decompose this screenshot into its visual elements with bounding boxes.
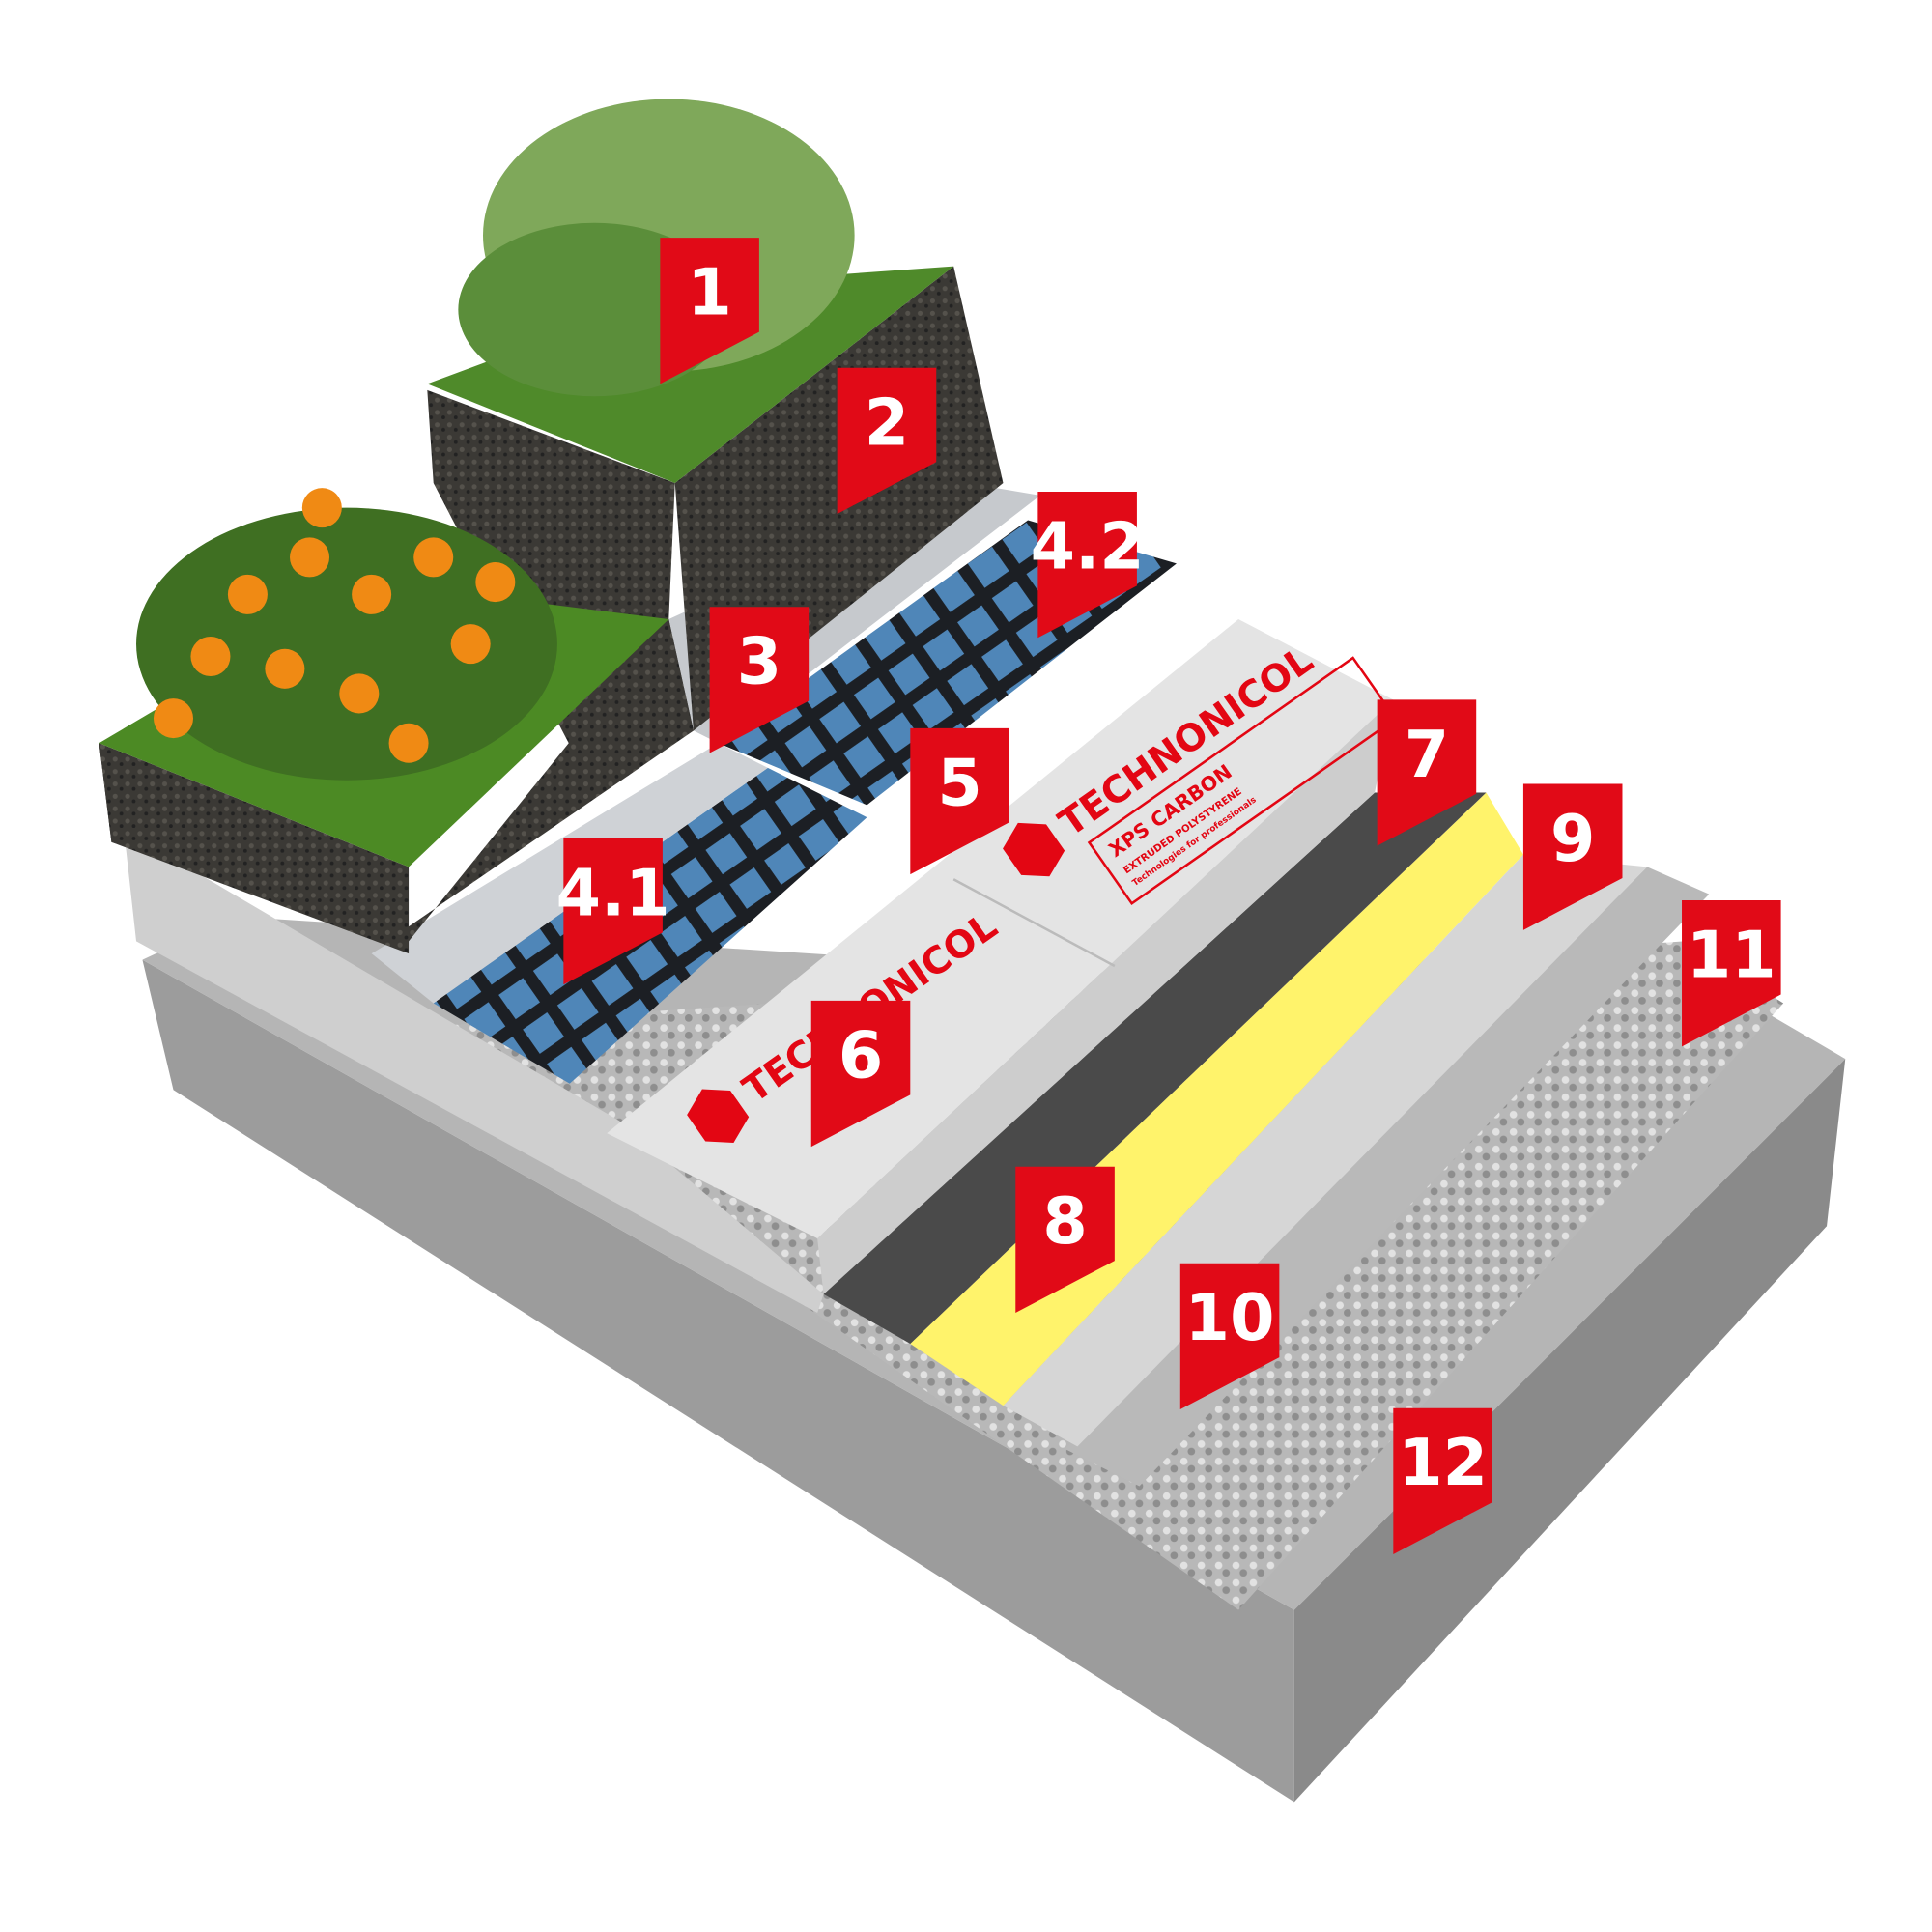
svg-text:10: 10 xyxy=(1185,1280,1275,1355)
label-2: 2 xyxy=(837,367,937,515)
label-9: 9 xyxy=(1522,783,1623,930)
label-8: 8 xyxy=(1015,1166,1115,1313)
side-strata xyxy=(124,829,824,1313)
svg-text:1: 1 xyxy=(687,255,731,330)
label-12: 12 xyxy=(1393,1407,1492,1554)
label-11: 11 xyxy=(1682,900,1781,1047)
layer-labels: 1 2 3 4.1 4.2 5 6 7 8 9 10 11 12 xyxy=(556,238,1781,1554)
svg-text:11: 11 xyxy=(1687,918,1776,993)
svg-text:4.1: 4.1 xyxy=(556,855,670,930)
svg-text:5: 5 xyxy=(937,745,981,820)
label-4-1: 4.1 xyxy=(556,838,670,985)
label-4-2: 4.2 xyxy=(1031,491,1145,639)
label-1: 1 xyxy=(660,238,759,384)
svg-text:9: 9 xyxy=(1550,801,1595,876)
svg-text:8: 8 xyxy=(1042,1183,1087,1259)
label-3: 3 xyxy=(709,607,810,753)
underlay-layer xyxy=(1003,854,1648,1447)
vegetation-layer xyxy=(99,99,954,867)
svg-text:4.2: 4.2 xyxy=(1031,508,1145,583)
label-10: 10 xyxy=(1179,1263,1280,1409)
svg-text:12: 12 xyxy=(1398,1425,1488,1500)
svg-text:2: 2 xyxy=(865,384,909,460)
svg-text:6: 6 xyxy=(838,1017,883,1093)
svg-text:3: 3 xyxy=(737,624,781,699)
xps-insulation-layer: TECHNONICOL TECHNONICOL XPS CARBON EXTRU… xyxy=(607,619,1398,1294)
waterproofing-membrane-layer xyxy=(823,792,1487,1345)
label-6: 6 xyxy=(810,1000,911,1148)
label-5: 5 xyxy=(910,727,1009,875)
label-7: 7 xyxy=(1377,699,1477,846)
svg-text:7: 7 xyxy=(1405,717,1449,792)
